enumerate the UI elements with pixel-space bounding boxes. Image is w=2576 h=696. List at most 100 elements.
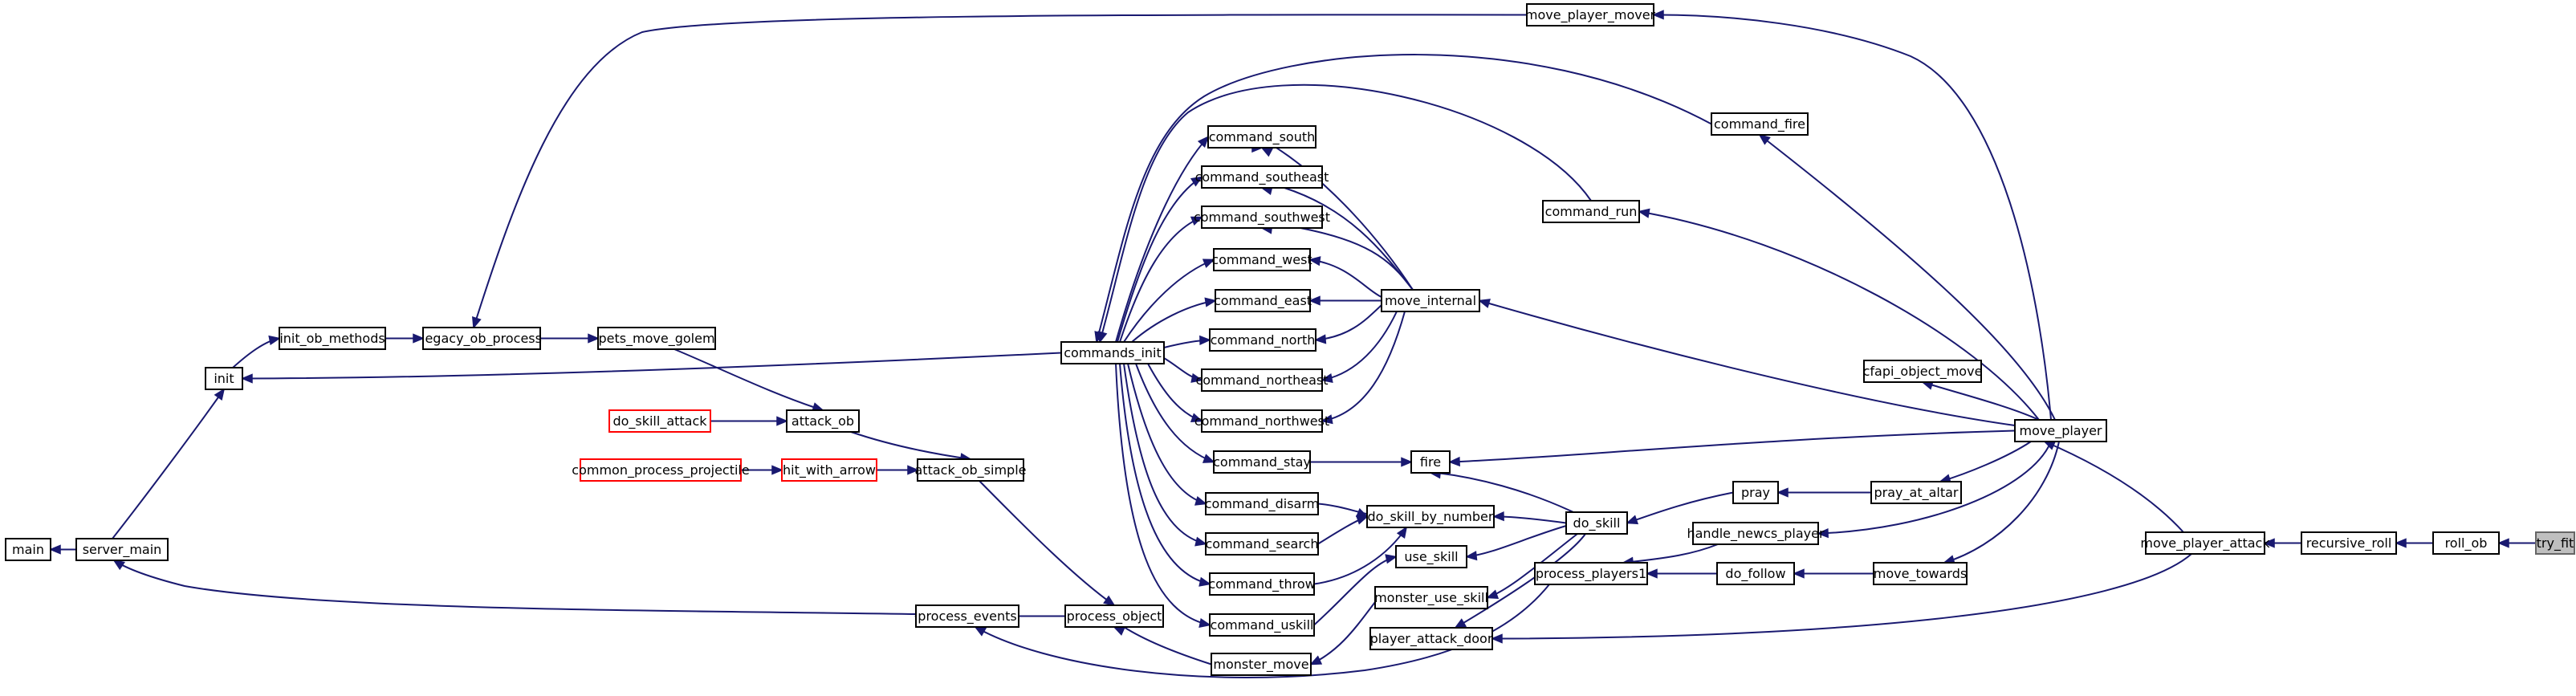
edge-move_player_mover-to-legacy_ob_process bbox=[472, 14, 1528, 329]
edge-line bbox=[1449, 429, 2016, 463]
edge-commands_init-to-command_southwest bbox=[1119, 216, 1203, 343]
node-roll-ob[interactable]: roll_ob bbox=[2432, 531, 2500, 555]
node-command-throw[interactable]: command_throw bbox=[1208, 572, 1316, 596]
node-box bbox=[917, 458, 1024, 482]
node-init-ob-methods[interactable]: init_ob_methods bbox=[279, 327, 386, 350]
arrowhead-icon bbox=[1793, 568, 1805, 579]
node-box bbox=[1716, 562, 1795, 585]
node-label: command_north bbox=[1211, 332, 1316, 348]
node-pets-move-golem[interactable]: pets_move_golem bbox=[597, 327, 716, 350]
node-hit-with-arrow[interactable]: hit_with_arrow bbox=[781, 458, 877, 482]
arrowhead-icon bbox=[1190, 372, 1203, 383]
node-move-player-mover[interactable]: move_player_mover bbox=[1525, 3, 1656, 26]
node-label: do_skill_by_number bbox=[1368, 509, 1494, 525]
node-command-disarm[interactable]: command_disarm bbox=[1205, 492, 1319, 515]
node-move-player-attack[interactable]: move_player_attack bbox=[2140, 531, 2270, 555]
node-box bbox=[1213, 248, 1311, 271]
arrowhead-icon bbox=[268, 335, 281, 345]
edge-try_fit-to-roll_ob bbox=[2497, 538, 2536, 548]
node-command-southwest[interactable]: command_southwest bbox=[1194, 206, 1330, 229]
node-label: player_attack_door bbox=[1370, 631, 1493, 647]
arrowhead-icon bbox=[1190, 176, 1203, 187]
node-label: move_player_attack bbox=[2140, 535, 2270, 552]
node-box bbox=[1201, 206, 1323, 229]
node-command-east[interactable]: command_east bbox=[1214, 289, 1312, 312]
node-recursive-roll[interactable]: recursive_roll bbox=[2301, 531, 2397, 555]
node-command-northeast[interactable]: command_northeast bbox=[1195, 368, 1329, 392]
node-common-process-projectile[interactable]: common_process_projectile bbox=[572, 458, 750, 482]
node-box bbox=[75, 538, 169, 561]
node-init[interactable]: init bbox=[205, 367, 243, 390]
node-command-southeast[interactable]: command_southeast bbox=[1195, 165, 1329, 189]
arrowhead-icon bbox=[974, 626, 987, 637]
node-move-internal[interactable]: move_internal bbox=[1381, 289, 1480, 312]
arrowhead-icon bbox=[2263, 538, 2275, 548]
node-attack-ob[interactable]: attack_ob bbox=[786, 409, 860, 433]
node-monster-use-skill[interactable]: monster_use_skill bbox=[1374, 586, 1488, 609]
arrowhead-icon bbox=[1652, 10, 1664, 20]
node-fire[interactable]: fire bbox=[1410, 450, 1451, 474]
edge-move_player-to-fire bbox=[1448, 429, 2016, 467]
node-attack-ob-simple[interactable]: attack_ob_simple bbox=[915, 458, 1027, 482]
node-commands-init[interactable]: commands_init bbox=[1060, 341, 1165, 364]
node-box bbox=[1060, 341, 1165, 364]
node-player-attack-door[interactable]: player_attack_door bbox=[1369, 627, 1493, 650]
arrowhead-icon bbox=[413, 333, 425, 344]
node-main[interactable]: main bbox=[5, 538, 51, 561]
edge-commands_init-to-command_southeast bbox=[1117, 176, 1203, 343]
node-pray[interactable]: pray bbox=[1732, 481, 1779, 504]
node-move-towards[interactable]: move_towards bbox=[1873, 562, 1968, 585]
node-use-skill[interactable]: use_skill bbox=[1395, 545, 1467, 568]
node-command-uskill[interactable]: command_uskill bbox=[1209, 613, 1315, 637]
node-cfapi-object-move[interactable]: cfapi_object_move bbox=[1863, 360, 1983, 383]
edge-line bbox=[1943, 441, 2060, 564]
node-do-skill[interactable]: do_skill bbox=[1565, 511, 1628, 535]
arrowhead-icon bbox=[1638, 208, 1650, 218]
node-label: command_northwest bbox=[1194, 413, 1329, 429]
node-do-skill-attack[interactable]: do_skill_attack bbox=[608, 409, 711, 433]
node-label: fire bbox=[1420, 454, 1441, 470]
node-box bbox=[1366, 505, 1495, 528]
edge-attack_ob_simple-to-process_object bbox=[979, 480, 1116, 607]
node-label: command_throw bbox=[1208, 576, 1315, 592]
node-move-player[interactable]: move_player bbox=[2014, 419, 2107, 442]
arrowhead-icon bbox=[1260, 147, 1274, 157]
node-command-stay[interactable]: command_stay bbox=[1213, 450, 1311, 474]
node-label: move_player_mover bbox=[1525, 7, 1656, 23]
node-server-main[interactable]: server_main bbox=[75, 538, 169, 561]
edge-line bbox=[1626, 491, 1734, 524]
edge-command_uskill-to-use_skill bbox=[1313, 554, 1398, 626]
node-label: command_fire bbox=[1714, 116, 1805, 132]
node-command-northwest[interactable]: command_northwest bbox=[1194, 409, 1329, 433]
node-box bbox=[1873, 562, 1968, 585]
node-process-events[interactable]: process_events bbox=[915, 604, 1019, 628]
edge-commands_init-to-init bbox=[241, 352, 1062, 384]
node-handle-newcs-player[interactable]: handle_newcs_player bbox=[1687, 522, 1825, 545]
node-label: do_skill_attack bbox=[612, 413, 707, 429]
node-label: use_skill bbox=[1404, 549, 1458, 565]
node-process-object[interactable]: process_object bbox=[1064, 604, 1164, 628]
arrowhead-icon bbox=[1197, 136, 1210, 149]
node-legacy-ob-process[interactable]: legacy_ob_process bbox=[421, 327, 542, 350]
edge-do_follow-to-process_players1 bbox=[1646, 568, 1717, 579]
node-command-west[interactable]: command_west bbox=[1211, 248, 1312, 271]
node-command-fire[interactable]: command_fire bbox=[1711, 112, 1809, 136]
node-label: server_main bbox=[83, 542, 162, 558]
edge-line bbox=[113, 560, 917, 615]
edge-move_internal-to-command_west bbox=[1308, 256, 1382, 298]
node-do-follow[interactable]: do_follow bbox=[1716, 562, 1795, 585]
node-do-skill-by-number[interactable]: do_skill_by_number bbox=[1366, 505, 1495, 528]
edge-init-to-init_ob_methods bbox=[232, 335, 281, 368]
node-monster-move[interactable]: monster_move bbox=[1211, 653, 1312, 676]
edge-line bbox=[1131, 299, 1216, 343]
arrowhead-icon bbox=[214, 388, 226, 401]
node-command-north[interactable]: command_north bbox=[1209, 328, 1316, 352]
node-process-players1[interactable]: process_players1 bbox=[1534, 562, 1648, 585]
node-command-run[interactable]: command_run bbox=[1542, 200, 1640, 223]
node-command-south[interactable]: command_south bbox=[1207, 125, 1316, 149]
node-command-search[interactable]: command_search bbox=[1205, 532, 1319, 556]
edge-pray_at_altar-to-pray bbox=[1776, 487, 1871, 498]
edge-move_player_attack-to-player_attack_door bbox=[1491, 553, 2192, 644]
node-pray-at-altar[interactable]: pray_at_altar bbox=[1870, 481, 1962, 504]
arrowhead-icon bbox=[1758, 133, 1771, 145]
